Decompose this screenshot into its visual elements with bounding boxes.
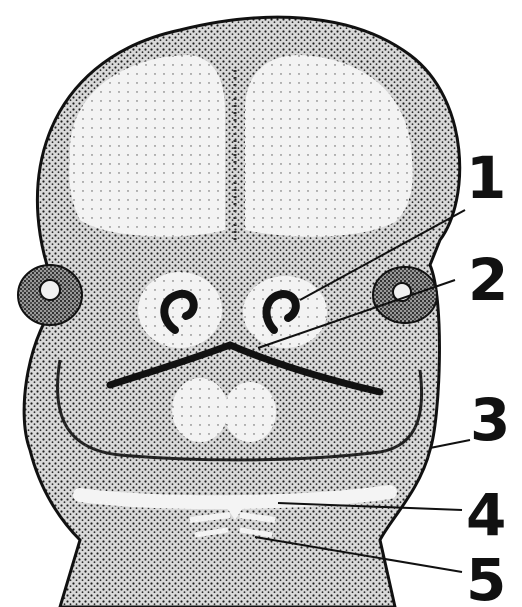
label-1: 1 [466,144,506,212]
left-eye [18,265,82,325]
mandibular-process-right [224,382,276,442]
mandibular-process-left [172,378,228,442]
label-3: 3 [470,386,510,454]
leader-line-3 [430,440,470,448]
label-4: 4 [466,481,506,549]
label-5: 5 [466,546,506,607]
left-nasal-pit [138,272,222,348]
label-2: 2 [468,246,508,314]
right-nasal-pit [243,276,327,348]
right-eye [373,267,437,323]
